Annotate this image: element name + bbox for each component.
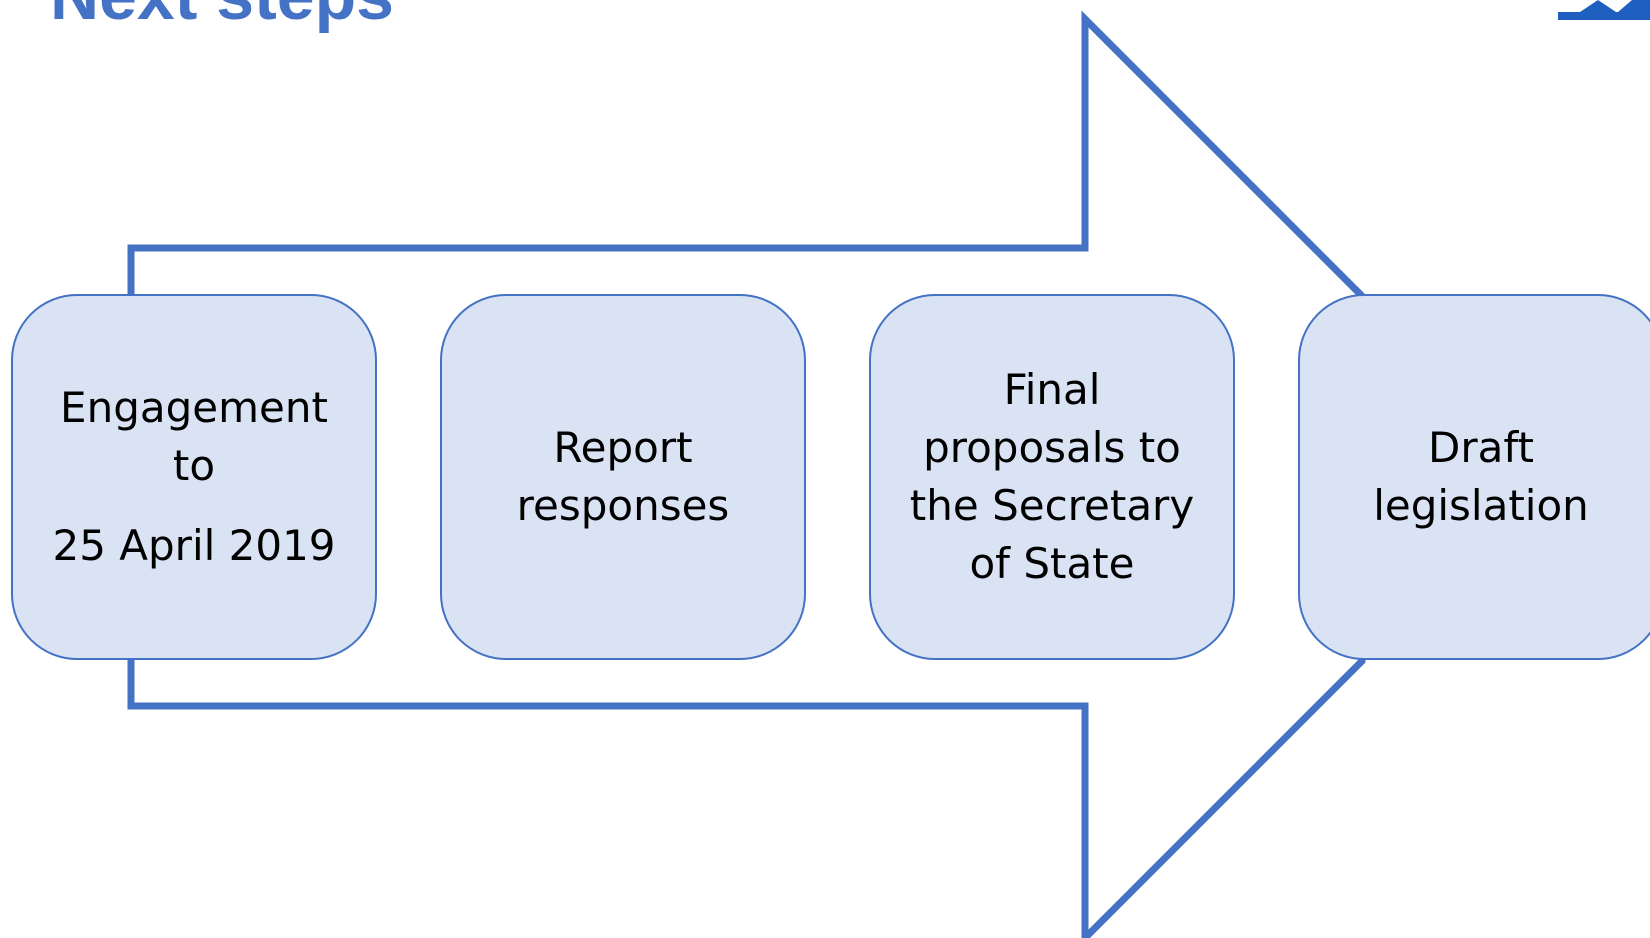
step-report-responses: Report responses: [440, 294, 806, 660]
step-text-line: 25 April 2019: [52, 521, 336, 570]
step-draft-legislation: Draft legislation: [1298, 294, 1650, 660]
step-text-line: Report: [553, 423, 693, 472]
slide-title: Next steps: [50, 0, 394, 30]
step-final-proposals: Final proposals to the Secretary of Stat…: [869, 294, 1235, 660]
step-text-line: the Secretary: [909, 481, 1195, 530]
step-text-line: Engagement: [60, 383, 328, 432]
step-text-line: Draft: [1428, 423, 1534, 472]
step-text-line: legislation: [1373, 481, 1589, 530]
step-text-line: to: [172, 441, 216, 490]
step-text-line: proposals to: [923, 423, 1181, 472]
step-text-line: responses: [516, 481, 730, 530]
step-label: Draft legislation: [1355, 419, 1607, 535]
step-label: Final proposals to the Secretary of Stat…: [892, 361, 1212, 593]
step-label: Report responses: [499, 419, 748, 535]
step-text-line: of State: [969, 539, 1135, 588]
step-label: Engagement to 25 April 2019: [34, 379, 353, 575]
logo-fragment: [1558, 0, 1650, 20]
step-engagement: Engagement to 25 April 2019: [11, 294, 377, 660]
step-text-line: Final: [1003, 365, 1101, 414]
